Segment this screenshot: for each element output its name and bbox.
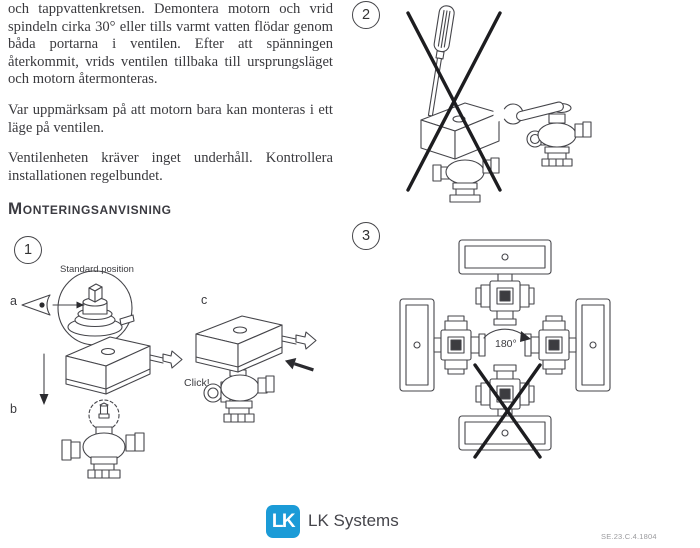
arrow-down-icon [39,353,49,405]
prohibition-cross [473,363,542,459]
wrench-icon [516,101,564,122]
eye-icon [21,294,51,316]
valve-c [203,369,275,423]
figure-3-number-badge: 3 [352,222,380,250]
assembly-motor-left [399,298,486,392]
step-c-label: c [201,293,208,307]
spindle-detail-magnifier [57,270,135,346]
brand-name: LK Systems [308,511,399,530]
lk-logo: LK [266,505,300,538]
figure-1-illustration [0,228,335,480]
step-b-label: b [10,402,17,416]
valve-b [61,426,145,479]
document-code: SE.23.C.4.1804 [601,532,657,541]
figure-3-drawing [399,239,611,459]
section-heading: Monteringsanvisning [8,199,172,218]
cable-arrow-b [149,350,183,369]
spindle-alignment-circle [88,399,120,431]
cable-arrow-c [281,331,317,350]
sight-arrow [52,301,85,309]
motor-box-c [195,315,283,373]
standard-position-label: Standard position [60,264,134,275]
figure-2-drawing [406,5,592,203]
prohibition-cross [406,11,502,192]
paragraph-3: Ventilenheten kräver inget underhåll. Ko… [8,150,333,184]
valve-with-wrench [493,101,592,167]
figure-2-illustration [385,2,615,204]
rotation-arrow-icon [483,328,531,342]
figure-3-illustration [390,232,645,480]
paragraph-1: och tappvattenkretsen. Demontera motorn … [8,1,333,88]
assembly-motor-right [524,298,611,392]
figure-1-drawing [21,270,317,479]
step-a-label: a [10,294,17,308]
lk-logo-letters: LK [271,510,296,532]
push-arrow-left-icon [284,357,314,372]
assembly-motor-up [458,239,552,326]
figure-2-number-badge: 2 [352,1,380,29]
click-label: Click! [184,377,210,389]
valve-crossed [432,157,500,203]
figure-1-number-badge: 1 [14,236,42,264]
body-text-column: och tappvattenkretsen. Demontera motorn … [8,1,333,198]
motor-box-b [65,336,151,395]
rotation-angle-label: 180° [495,338,517,350]
screwdriver-icon [427,5,455,117]
paragraph-2: Var uppmärksam på att motorn bara kan mo… [8,101,333,136]
